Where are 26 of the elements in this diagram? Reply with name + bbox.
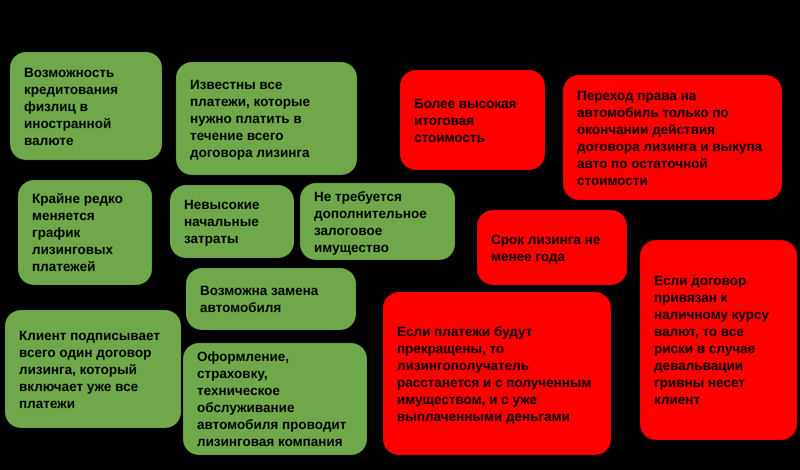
card-text: Крайне редко меняется график лизинговых платежей [32,190,124,275]
disadvantage-card [383,292,611,455]
card-text: Невысокие начальные затраты [184,196,260,247]
advantage-card [186,268,356,330]
card-text: Клиент подписывает всего один договор лизинга, который включает уже все платежи [19,326,161,412]
card-text: Оформление, страховку, техническое обслуживание автомобиля проводит лизинговая компания [197,348,348,450]
card-text: Переход права на автомобиль только по окончании действия договора лизинга и выкупа авто по остаточной стоимости [577,86,764,188]
card-text: Если платежи будут прекращены, то лизингополучатель расстанется и с полученным имуществом, и с уже выплаченными деньгами [397,322,592,424]
advantage-card [170,185,294,258]
advantage-card [5,310,181,428]
advantage-card [176,62,357,175]
disadvantage-card [640,240,797,440]
card-text: Не требуется дополнительное залоговое имущество [314,188,428,256]
card-text: Более высокая итоговая стоимость [414,94,518,146]
advantage-card [18,180,152,285]
card-text: Возможность кредитования физлиц в иностранной валюте [24,64,120,148]
advantage-card [183,343,367,455]
card-text: Если договор привязан к наличному курсу валют, то все риски в случае девальвации гривны несет клиент [654,272,770,408]
advantage-card [10,52,162,160]
card-text: Известны все платежи, которые нужно платить в течение всего договора лизинга [190,76,312,161]
card-text: Срок лизинга не менее года [491,230,602,264]
disadvantage-card [477,210,627,285]
disadvantage-card [400,70,545,170]
card-text: Возможна замена автомобиля [200,282,320,316]
disadvantage-card [563,75,782,200]
advantage-card [300,183,455,260]
